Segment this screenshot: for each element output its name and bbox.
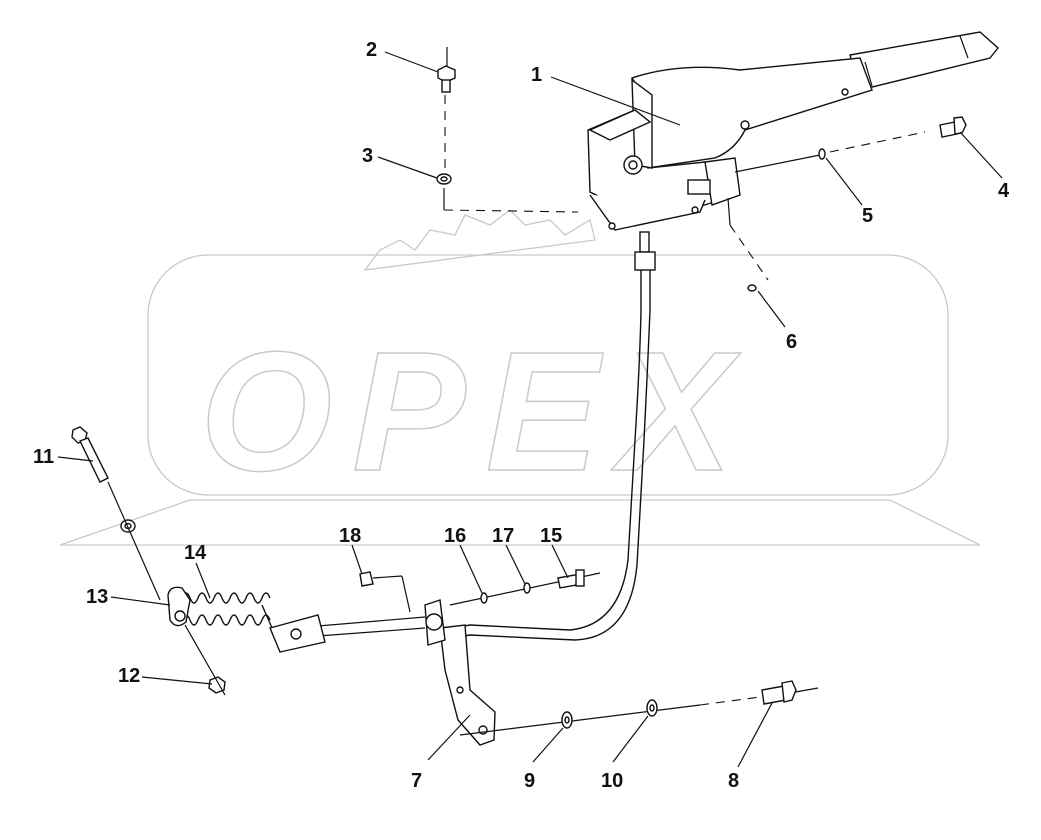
top-fasteners — [436, 47, 579, 213]
callout-12: 12 — [118, 665, 140, 687]
callout-17: 17 — [492, 525, 514, 547]
tension-rod — [269, 614, 426, 653]
callout-10: 10 — [601, 770, 623, 792]
callout-4: 4 — [998, 180, 1010, 202]
spring — [181, 592, 273, 629]
callout-11: 11 — [33, 446, 54, 468]
callout-6: 6 — [786, 331, 797, 353]
callout-13: 13 — [86, 586, 108, 608]
callout-18: 18 — [339, 525, 361, 547]
callout-5: 5 — [862, 205, 873, 227]
right-fasteners — [727, 116, 967, 292]
callout-1: 1 — [531, 64, 542, 86]
bracket-hardware — [359, 569, 601, 613]
watermark-text: OPEX — [200, 317, 752, 507]
hand-lever — [587, 31, 999, 231]
callout-3: 3 — [362, 145, 373, 167]
left-fasteners — [71, 426, 226, 696]
callout-7: 7 — [411, 770, 422, 792]
eye-bolt — [167, 586, 191, 627]
leader-lines — [57, 51, 1003, 768]
pedal-bracket — [424, 599, 496, 746]
callout-8: 8 — [728, 770, 739, 792]
callout-9: 9 — [524, 770, 535, 792]
brake-cable — [439, 231, 656, 641]
callout-labels: 1 2 3 4 5 6 7 8 9 10 11 12 13 14 15 16 1… — [33, 39, 1010, 792]
callout-16: 16 — [444, 525, 466, 547]
callout-14: 14 — [184, 542, 207, 564]
watermark: OPEX — [59, 209, 981, 546]
callout-2: 2 — [366, 39, 377, 61]
lower-fasteners — [459, 680, 819, 736]
callout-15: 15 — [540, 525, 562, 547]
